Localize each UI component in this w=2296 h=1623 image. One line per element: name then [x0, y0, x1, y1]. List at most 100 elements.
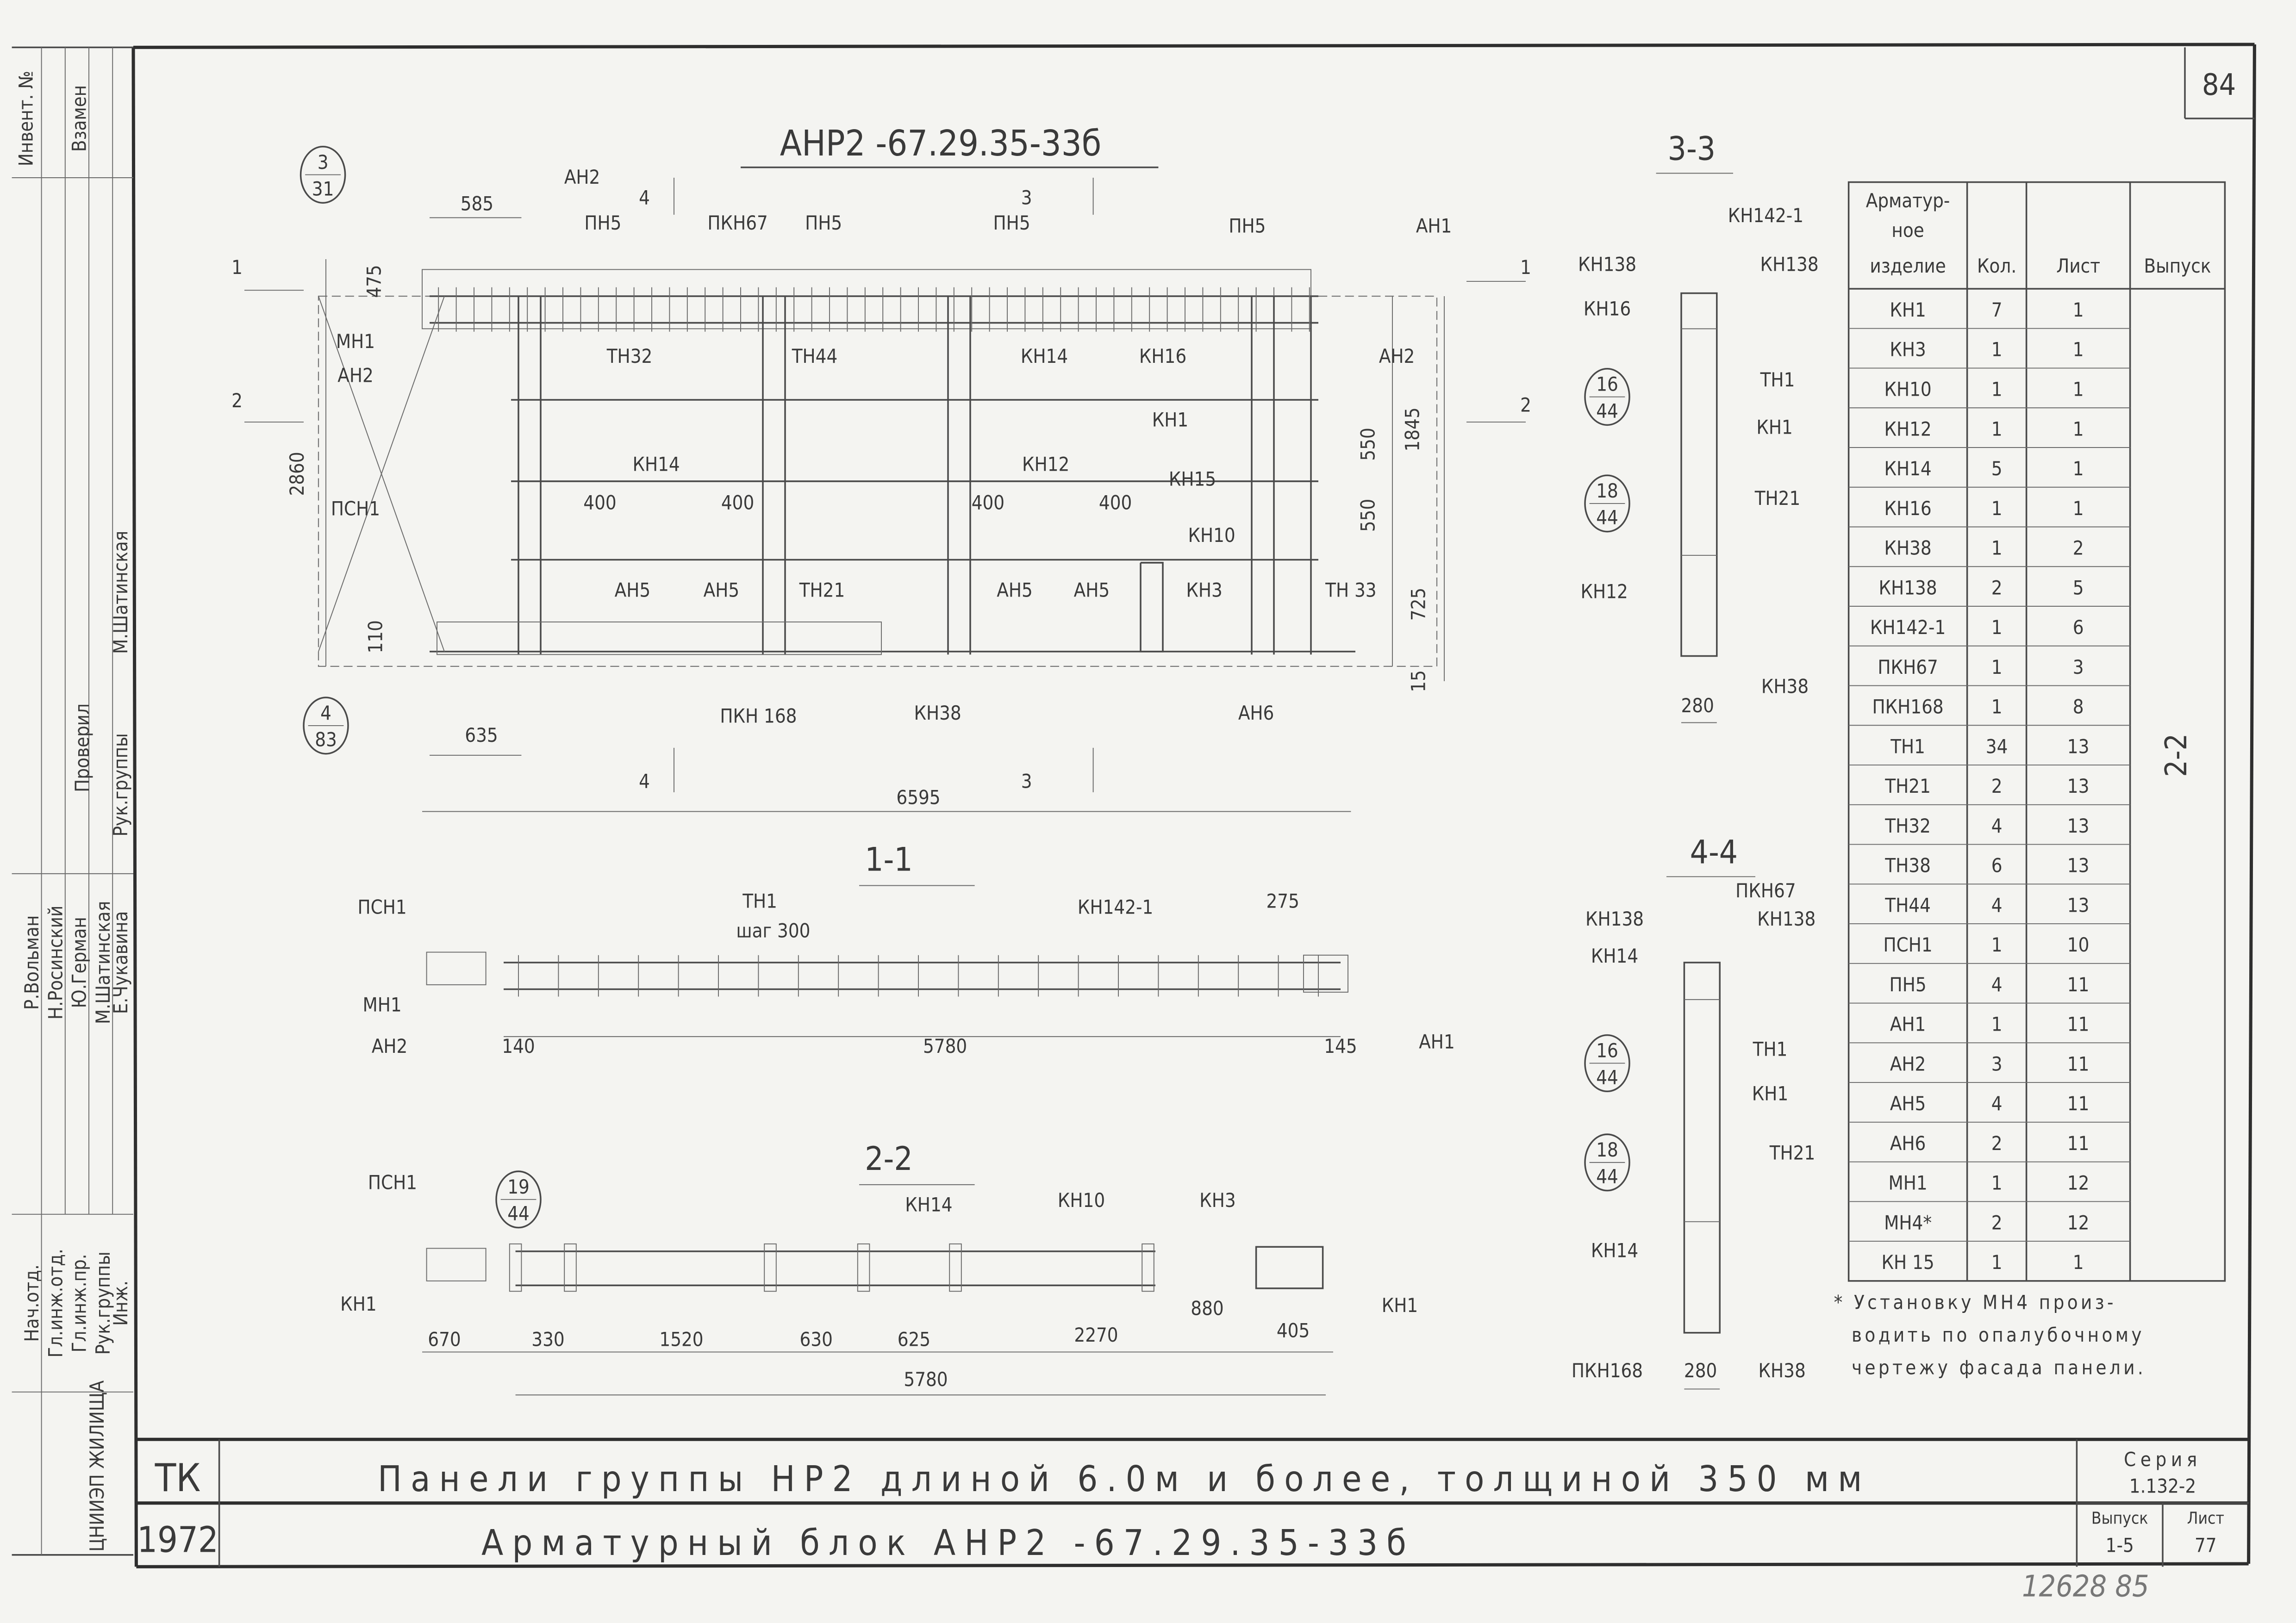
table-cell-qty: 1: [1991, 1172, 2003, 1194]
table-note-line: водить по опалубочному: [1852, 1324, 2145, 1346]
plan-label: КН14: [1021, 345, 1068, 367]
table-cell-sheet: 13: [2067, 735, 2090, 758]
stamp-replace-label: Взамен: [68, 85, 91, 152]
stamp-role: Гл.инж.пр.: [68, 1254, 91, 1352]
table-cell-item: ТН21: [1884, 775, 1931, 797]
callout-3-31: 331: [299, 146, 346, 204]
series-label: Серия: [2124, 1448, 2202, 1471]
table-cell-item: АН5: [1890, 1092, 1926, 1115]
plan-label: АН5: [704, 579, 740, 602]
table-cell-sheet: 11: [2067, 973, 2090, 996]
section-label: КН10: [1058, 1189, 1105, 1212]
plan-label: КН16: [1139, 345, 1186, 367]
plan-label: ТН21: [799, 579, 845, 602]
stamp-name: Е.Чукавина: [109, 911, 132, 1014]
plan-title: АНР2 -67.29.35-33б: [780, 123, 1102, 164]
plan-label: ПН5: [805, 211, 842, 234]
table-cell-item: ТН1: [1890, 735, 1925, 758]
callout-bottom: 44: [1596, 1165, 1618, 1188]
stamp-name: Ю.Герман: [68, 917, 91, 1008]
plan-label: 400: [1099, 491, 1132, 514]
plan-label: 725: [1407, 588, 1429, 621]
sheet-value: 77: [2195, 1534, 2217, 1556]
bar-node: [1142, 1243, 1154, 1292]
section-label: ПСН1: [357, 895, 406, 918]
section-label: 405: [1277, 1319, 1310, 1342]
section-label: КН16: [1584, 298, 1631, 320]
plan-label: АН2: [564, 166, 600, 188]
plan-label: 635: [465, 724, 498, 746]
table-cell-qty: 2: [1991, 576, 2003, 599]
title-line-2: Арматурный блок АНР2 -67.29.35-33б: [481, 1523, 1415, 1564]
stamp-role: Гл.инж.отд.: [44, 1249, 67, 1357]
section-label: КН1: [1382, 1294, 1418, 1317]
callout-bottom: 44: [1596, 506, 1618, 529]
section-label: 5780: [904, 1368, 948, 1391]
table-cell-qty: 4: [1991, 894, 2003, 916]
section-label: КН14: [905, 1193, 952, 1216]
section-label: КН38: [1761, 675, 1809, 698]
table-cell-sheet: 1: [2073, 1251, 2084, 1274]
plan-label: 2860: [286, 452, 308, 496]
sheet-label: Лист: [2187, 1509, 2224, 1528]
table-cell-item: ТН38: [1884, 854, 1931, 877]
plan-label: 1845: [1401, 407, 1424, 451]
table-header-item: Арматур-: [1866, 189, 1950, 212]
stamp-role: Рук.группы: [92, 1251, 114, 1355]
plan-label: 6595: [896, 786, 940, 809]
plan-label: ТН 33: [1325, 579, 1376, 602]
table-cell-item: МН4*: [1884, 1211, 1932, 1234]
plan-label: ПКН 168: [720, 705, 797, 728]
plan-label: 585: [461, 192, 493, 215]
table-cell-sheet: 1: [2073, 298, 2084, 321]
section-3-3-drawing: [1656, 173, 1733, 723]
stamp-inventory-label: Инвент. №: [14, 71, 37, 166]
bar-node: [509, 1243, 522, 1292]
section-cut-mark: 1: [1520, 256, 1531, 279]
section-cut-mark: 1: [231, 256, 243, 279]
plan-label: ПН5: [584, 211, 621, 234]
table-cell-item: КН12: [1884, 417, 1931, 440]
title-block-code: ТК: [155, 1455, 201, 1500]
plan-label: АН2: [337, 364, 374, 387]
table-cell-sheet: 1: [2073, 417, 2084, 440]
stamp-checker-role: Рук.группы: [109, 733, 132, 836]
section-label: КН138: [1760, 253, 1819, 276]
table-cell-item: ПСН1: [1883, 933, 1932, 956]
table-note-line: чертежу фасада панели.: [1852, 1356, 2146, 1379]
section-label: ТН21: [1754, 487, 1801, 510]
table-cell-qty: 6: [1991, 854, 2003, 877]
plan-label: 475: [362, 265, 385, 298]
section-label: шаг 300: [736, 919, 810, 942]
section-label: КН138: [1757, 908, 1816, 930]
issue-value: 1-5: [2106, 1534, 2134, 1556]
callout-top: 18: [1596, 479, 1618, 502]
callout-bottom: 44: [507, 1202, 530, 1225]
table-cell-qty: 7: [1991, 298, 2003, 321]
table-cell-qty: 1: [1991, 656, 2003, 678]
section-label: 2270: [1074, 1324, 1118, 1346]
table-cell-sheet: 11: [2067, 1013, 2090, 1036]
callout-top: 19: [507, 1175, 530, 1198]
section-label: ТН1: [1753, 1038, 1788, 1060]
table-cell-sheet: 13: [2067, 775, 2090, 797]
table-cell-qty: 1: [1991, 338, 2003, 361]
section-label: КН38: [1758, 1359, 1805, 1382]
table-header-sheet: Лист: [2056, 255, 2100, 277]
table-cell-qty: 1: [1991, 378, 2003, 401]
table-cell-sheet: 5: [2073, 576, 2084, 599]
section-label: МН1: [362, 993, 401, 1016]
series-value: 1.132-2: [2129, 1474, 2196, 1497]
section-label: КН138: [1578, 253, 1636, 276]
stamp-name: Н.Росинский: [44, 906, 67, 1020]
